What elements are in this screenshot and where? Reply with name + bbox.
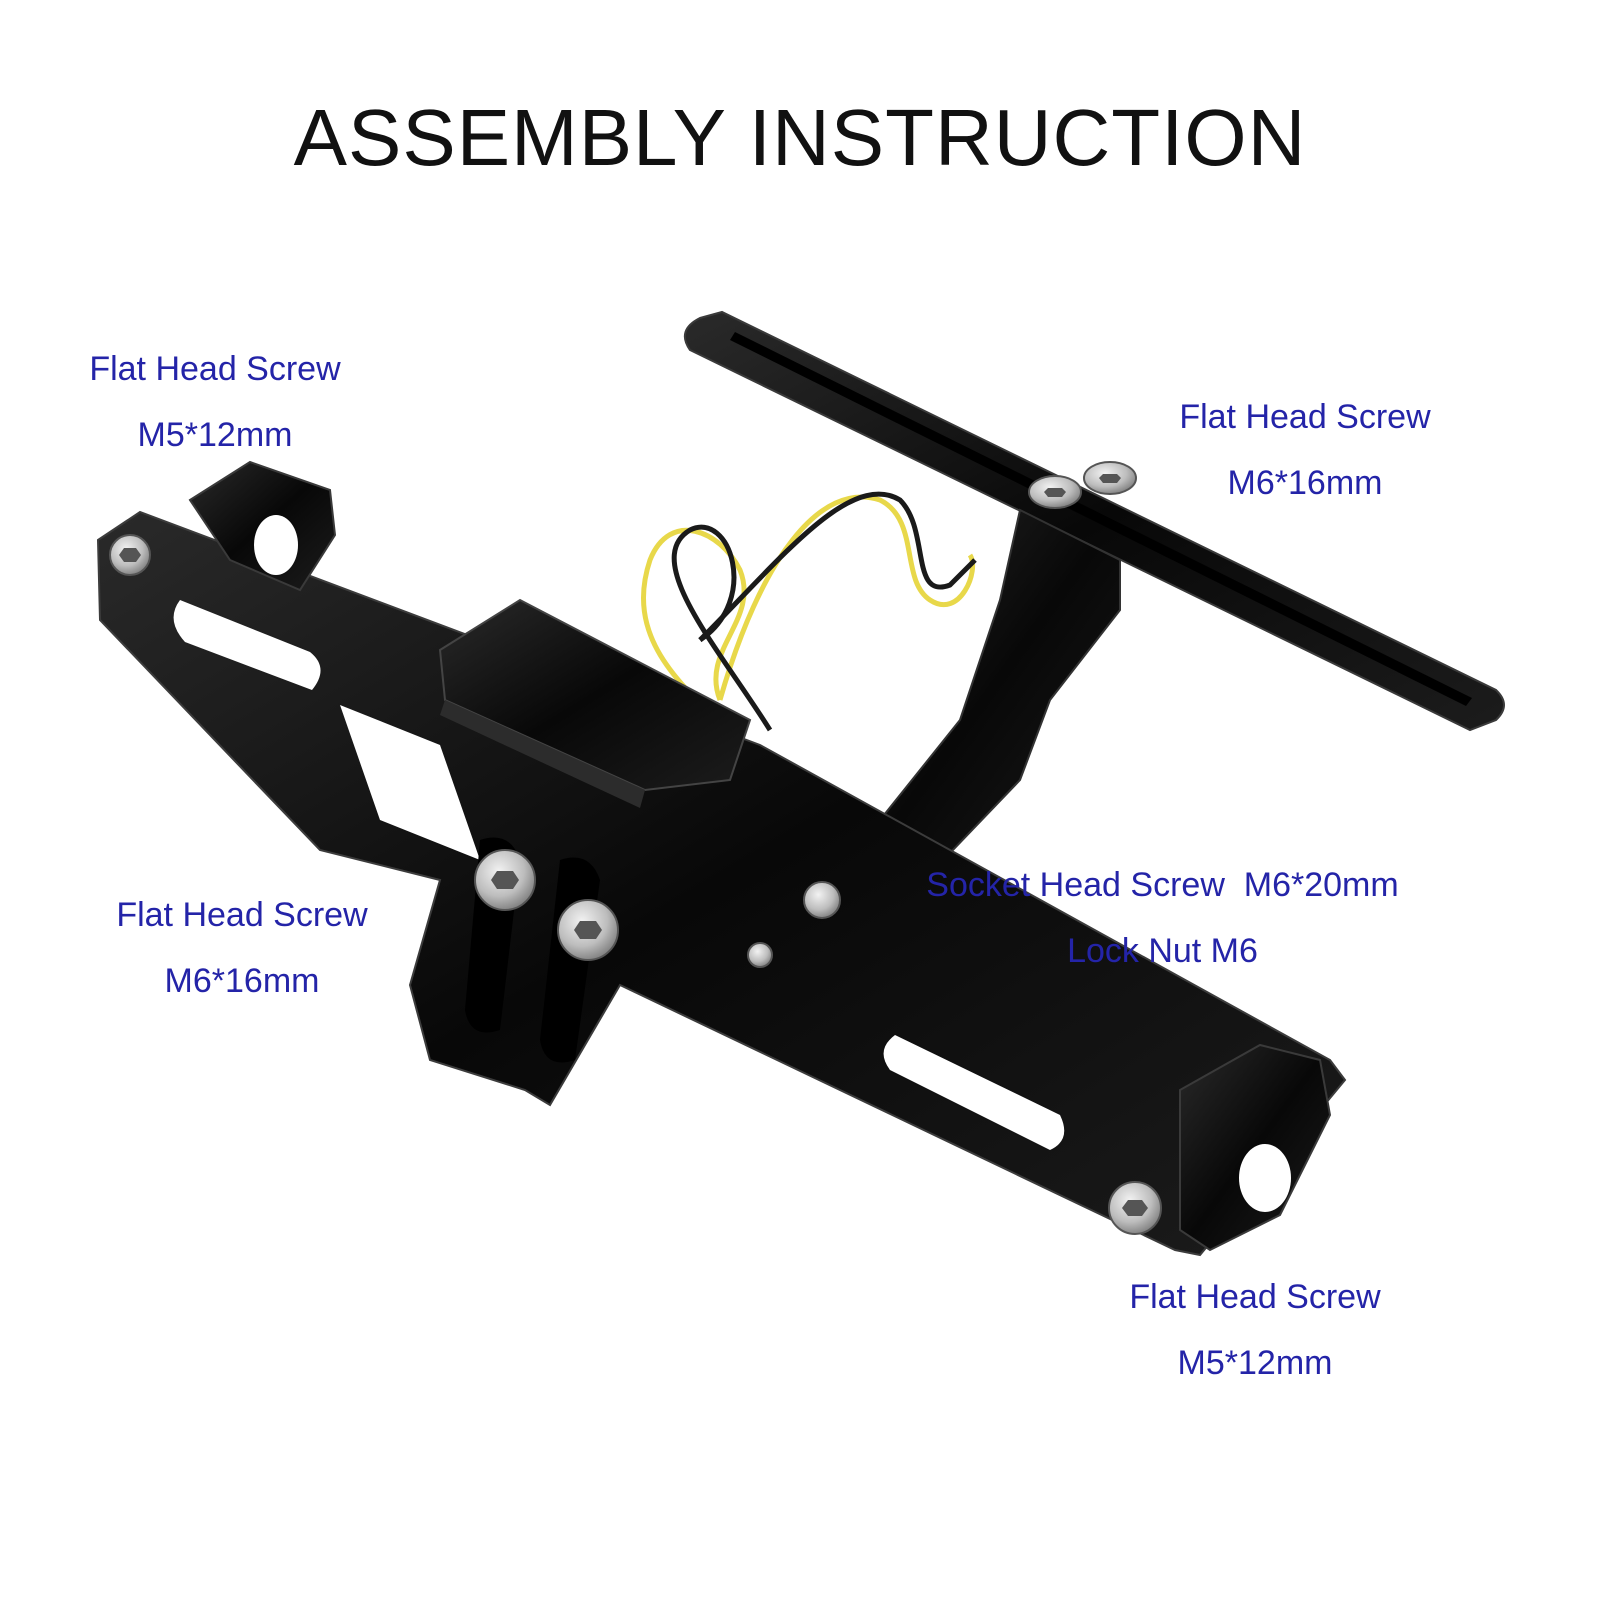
callout-middle-left-line2: M6*16mm <box>164 962 320 1000</box>
callout-middle-left: Flat Head Screw M6*16mm <box>101 882 383 1014</box>
top-mount-bar <box>683 310 1505 732</box>
screw-plate-2 <box>557 899 619 961</box>
callout-middle-right-line1: Socket Head Screw M6*20mm <box>926 866 1399 904</box>
callout-middle-right: Socket Head Screw M6*20mm Lock Nut M6 <box>895 852 1430 984</box>
page-title: ASSEMBLY INSTRUCTION <box>293 93 1307 182</box>
right-mount-tab <box>1179 1043 1332 1252</box>
callout-top-right-line1: Flat Head Screw <box>1179 398 1431 436</box>
screw-plate-1 <box>474 849 536 911</box>
screw-top-bar-2 <box>1083 461 1137 495</box>
screw-bottom-right <box>1108 1181 1162 1235</box>
screw-top-bar-1 <box>1028 475 1082 509</box>
callout-top-right: Flat Head Screw M6*16mm <box>1164 384 1446 516</box>
callout-middle-left-line1: Flat Head Screw <box>116 896 368 934</box>
wires <box>641 491 977 762</box>
callout-middle-right-line2: Lock Nut M6 <box>1067 932 1258 970</box>
callout-top-left-line2: M5*12mm <box>137 416 293 454</box>
callout-bottom-right-line2: M5*12mm <box>1177 1344 1333 1382</box>
screw-socket-head <box>747 881 841 968</box>
vertical-stem <box>838 508 1121 902</box>
left-mount-tab <box>188 460 337 592</box>
callout-top-left: Flat Head Screw M5*12mm <box>74 336 356 468</box>
screw-top-left <box>109 534 151 576</box>
callout-top-left-line1: Flat Head Screw <box>89 350 341 388</box>
callout-bottom-right-line1: Flat Head Screw <box>1129 1278 1381 1316</box>
light-housing <box>438 598 752 808</box>
callout-top-right-line2: M6*16mm <box>1227 464 1383 502</box>
callout-bottom-right: Flat Head Screw M5*12mm <box>1114 1264 1396 1396</box>
